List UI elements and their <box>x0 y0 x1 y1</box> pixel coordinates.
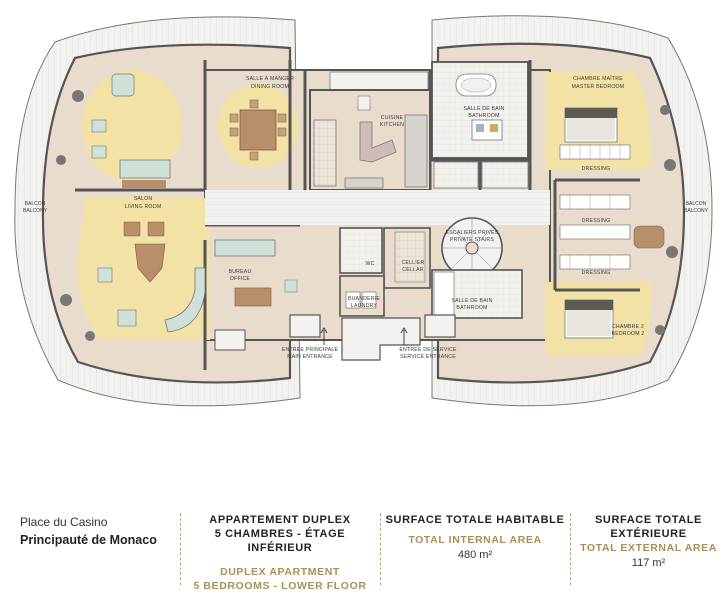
label-stairs-line1: ESCALIERS PRIVÉS <box>446 229 499 236</box>
label-bath2-line1: SALLE DE BAIN <box>452 298 493 304</box>
label-dining-line2: DINING ROOM <box>251 84 289 90</box>
label-dressing-1: DRESSING <box>582 166 611 172</box>
label-kitchen-line1: CUISINE <box>381 115 404 121</box>
divider-1 <box>180 513 181 585</box>
apartment-column: APPARTEMENT DUPLEX 5 CHAMBRES - ÉTAGE IN… <box>182 513 378 593</box>
internal-area-column: SURFACE TOTALE HABITABLE TOTAL INTERNAL … <box>382 513 568 563</box>
dining-table <box>239 109 277 151</box>
label-bath2-line2: BATHROOM <box>456 305 487 311</box>
floor-plan-drawing: SALLE À MANGER DINING ROOM CUISINE KITCH… <box>14 15 713 407</box>
apartment-en-line1: DUPLEX APARTMENT <box>220 566 340 578</box>
kitchen-island <box>359 121 397 163</box>
arrow-icon <box>320 327 408 345</box>
sofa-top <box>119 159 171 179</box>
apartment-fr-line2: 5 CHAMBRES - ÉTAGE INFÉRIEUR <box>214 528 346 554</box>
sectional-sofa <box>164 267 206 333</box>
label-bath1-line2: BATHROOM <box>468 113 499 119</box>
label-main-entrance-line2: MAIN ENTRANCE <box>287 354 333 360</box>
coffee-table <box>134 243 166 283</box>
label-balcony-right-line1: BALCON <box>686 201 707 207</box>
label-bath1-line1: SALLE DE BAIN <box>464 106 505 112</box>
internal-area-value: 480 m² <box>457 549 493 561</box>
master-bed <box>564 107 618 143</box>
label-office-line2: OFFICE <box>230 276 251 282</box>
label-laundry-line1: BUANDERIE <box>348 296 380 302</box>
armchair <box>111 73 135 97</box>
office-desk <box>234 287 272 307</box>
label-stairs-line2: PRIVATE STAIRS <box>450 237 494 243</box>
external-area-en: TOTAL EXTERNAL AREA <box>580 542 717 554</box>
external-area-value: 117 m² <box>631 557 666 569</box>
label-master-line2: MASTER BEDROOM <box>572 84 625 90</box>
external-area-column: SURFACE TOTALE EXTÉRIEURE TOTAL EXTERNAL… <box>572 513 725 571</box>
label-laundry-line2: LAUNDRY <box>351 303 377 309</box>
label-kitchen-line2: KITCHEN <box>380 122 404 128</box>
office-sofa <box>214 239 276 257</box>
label-master-line1: CHAMBRE MAÎTRE <box>573 75 623 82</box>
label-service-entrance-line2: SERVICE ENTRANCE <box>400 354 456 360</box>
label-living-line2: LIVING ROOM <box>125 204 162 210</box>
label-dressing-2: DRESSING <box>582 218 611 224</box>
label-service-entrance-line1: ENTRÉE DE SERVICE <box>399 346 457 353</box>
label-bedroom2-line1: CHAMBRE 2 <box>612 324 644 330</box>
label-living-line1: SALON <box>134 196 153 202</box>
rug-living-top <box>82 70 182 182</box>
wc-room <box>339 227 383 274</box>
location-line1: Place du Casino <box>20 515 108 529</box>
internal-area-fr: SURFACE TOTALE HABITABLE <box>385 514 565 526</box>
floor-plan: SALLE À MANGER DINING ROOM CUISINE KITCH… <box>14 15 713 407</box>
internal-area-en: TOTAL INTERNAL AREA <box>408 534 542 546</box>
label-balcony-left-line2: BALCONY <box>23 208 48 214</box>
label-balcony-left-line1: BALCON <box>25 201 46 207</box>
divider-3 <box>570 513 571 585</box>
label-main-entrance-line1: ENTRÉE PRINCIPALE <box>282 346 339 353</box>
apartment-fr-line1: APPARTEMENT DUPLEX <box>209 514 351 526</box>
label-dining-line1: SALLE À MANGER <box>246 75 294 82</box>
label-balcony-right-line2: BALCONY <box>684 208 709 214</box>
external-area-fr-line1: SURFACE TOTALE <box>595 514 702 526</box>
label-wc: WC <box>365 261 374 267</box>
label-office-line1: BUREAU <box>229 269 252 275</box>
label-cellar-line2: CELLAR <box>402 267 423 273</box>
label-dressing-3: DRESSING <box>582 270 611 276</box>
location-line2: Principauté de Monaco <box>20 533 157 547</box>
bedroom2-bed <box>564 299 614 339</box>
external-area-fr-line2: EXTÉRIEURE <box>610 528 687 540</box>
label-cellar-line1: CELLIER <box>401 260 424 266</box>
info-footer: Place du Casino Principauté de Monaco AP… <box>0 505 725 600</box>
apartment-en-line2: 5 BEDROOMS - LOWER FLOOR <box>193 580 367 592</box>
label-bedroom2-line2: BEDROOM 2 <box>612 331 645 337</box>
divider-2 <box>380 513 381 585</box>
corridor <box>205 190 550 225</box>
